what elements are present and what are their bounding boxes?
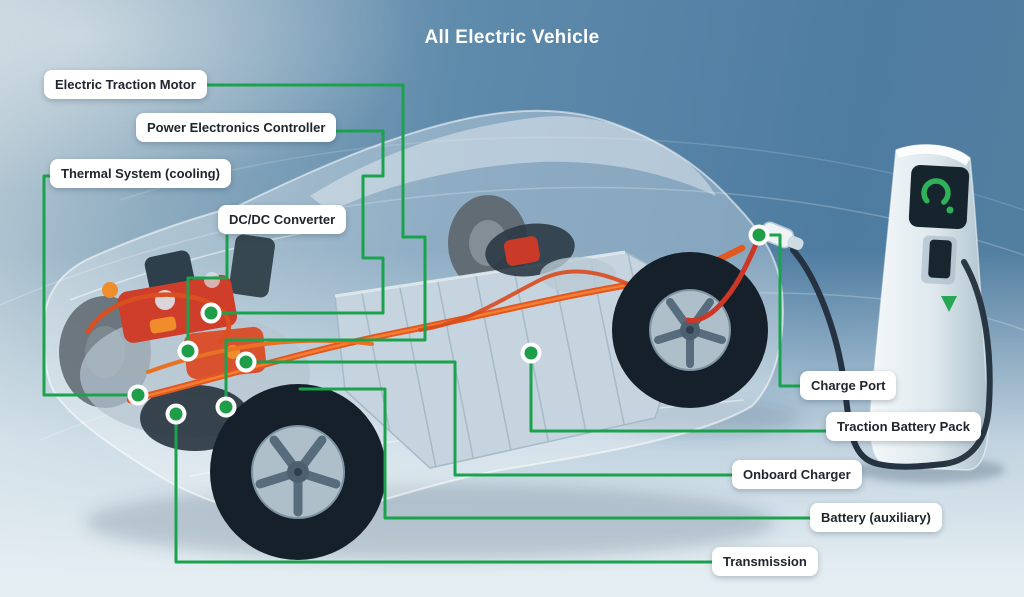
connector-line-transmission (174, 412, 714, 564)
rear-axle-parts (485, 223, 616, 293)
connector-line-battery-auxiliary (298, 387, 812, 520)
connector-line-electric-traction-motor (204, 83, 427, 409)
charge-port-cable-red (685, 239, 760, 323)
front-near-wheel (210, 384, 386, 560)
charging-station (760, 144, 993, 471)
rear-near-wheel (612, 252, 768, 408)
component-dot-power-electronics-controller (200, 302, 222, 324)
component-dot-transmission (165, 403, 187, 425)
connector-line-thermal-system (42, 174, 140, 397)
connector-line-dc-dc-converter (186, 234, 229, 353)
connector-lines (42, 83, 828, 564)
component-dot-charge-port (748, 224, 770, 246)
station-arrow-icon (941, 296, 957, 312)
page-title: All Electric Vehicle (424, 27, 600, 48)
component-dot-onboard-charger (235, 351, 257, 373)
station-side-cable (941, 259, 993, 467)
connector-line-power-electronics-controller (209, 129, 385, 315)
charging-logo-icon (921, 178, 951, 208)
component-dots (127, 224, 770, 425)
connector-line-onboard-charger (244, 360, 734, 477)
component-dot-electric-traction-motor (215, 396, 237, 418)
car-glass (310, 116, 716, 212)
connector-line-traction-battery-pack (529, 351, 828, 433)
motor-block-red (117, 274, 238, 343)
component-dot-traction-battery-pack (520, 342, 542, 364)
station-screen (908, 164, 970, 230)
station-socket (928, 239, 952, 279)
component-dot-dc-dc-converter (177, 340, 199, 362)
component-dot-thermal-system (127, 384, 149, 406)
